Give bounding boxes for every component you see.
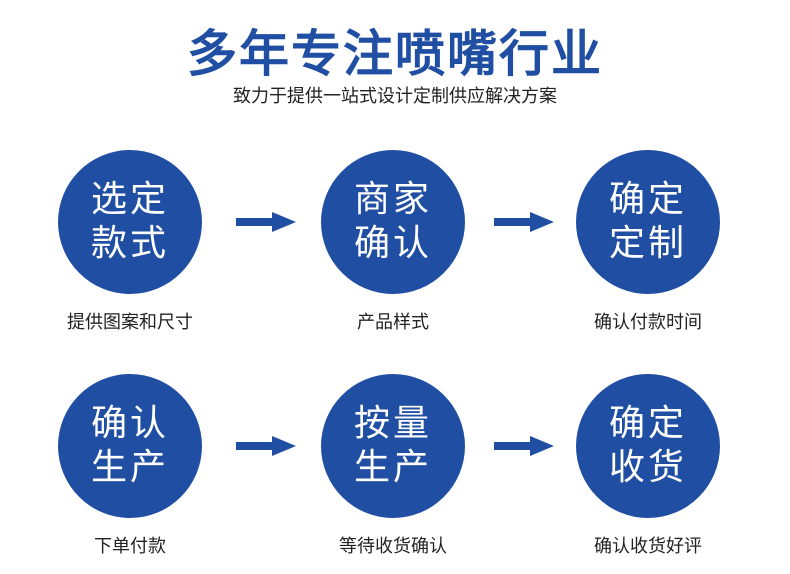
step-title-line2: 收货: [608, 447, 687, 488]
step-circle: 确定收货: [576, 374, 720, 518]
step-caption: 确认收货好评: [594, 536, 702, 557]
step-title-line2: 定制: [608, 223, 687, 264]
step-circle: 商家确认: [321, 150, 465, 294]
arrow-right-icon: [494, 436, 554, 456]
step-caption: 下单付款: [94, 536, 166, 557]
step-title-line2: 生产: [353, 447, 432, 488]
step-circle: 确定定制: [576, 150, 720, 294]
arrow-right-icon: [494, 212, 554, 232]
step-title-line1: 选定: [90, 179, 169, 220]
step-title-line1: 按量: [353, 403, 432, 444]
page-subtitle: 致力于提供一站式设计定制供应解决方案: [233, 86, 557, 107]
step-circle: 按量生产: [321, 374, 465, 518]
step-title-line2: 确认: [353, 223, 432, 264]
step-caption: 等待收货确认: [339, 536, 447, 557]
step-title-line1: 商家: [353, 179, 432, 220]
page-title: 多年专注喷嘴行业: [187, 25, 603, 83]
arrow-right-icon: [236, 212, 296, 232]
step-title-line1: 确定: [608, 403, 687, 444]
step-circle: 确认生产: [58, 374, 202, 518]
step-title-line2: 生产: [90, 447, 169, 488]
arrow-right-icon: [236, 436, 296, 456]
step-caption: 产品样式: [357, 312, 429, 333]
step-caption: 确认付款时间: [594, 312, 702, 333]
step-circle: 选定款式: [58, 150, 202, 294]
step-title-line2: 款式: [90, 223, 169, 264]
step-title-line1: 确认: [90, 403, 169, 444]
step-caption: 提供图案和尺寸: [67, 312, 193, 333]
step-title-line1: 确定: [608, 179, 687, 220]
